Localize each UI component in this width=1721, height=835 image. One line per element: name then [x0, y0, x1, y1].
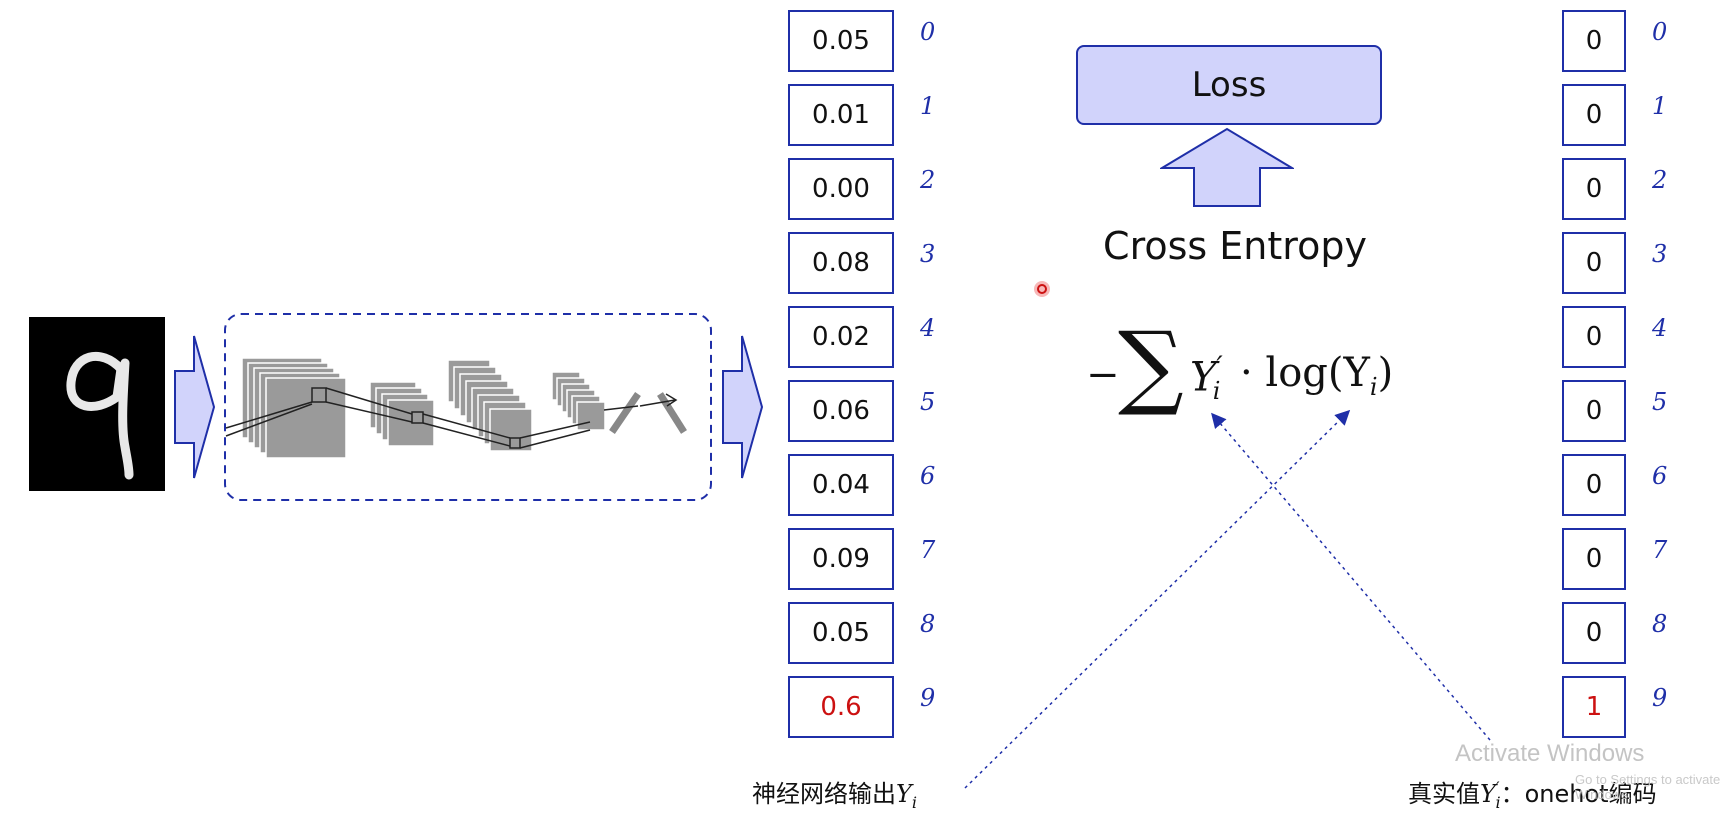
truth-index-3: 3 [1652, 240, 1668, 268]
pred-cell-1: 0.01 [788, 84, 894, 146]
truth-cell-6: 0 [1562, 454, 1626, 516]
truth-index-0: 0 [1652, 18, 1668, 46]
activate-windows-watermark: Activate Windows [1455, 740, 1645, 767]
loss-label: Loss [1191, 65, 1267, 105]
pred-index-9: 9 [920, 684, 936, 712]
formula-sigma: ∑ [1118, 312, 1184, 419]
formula-minus: − [1086, 352, 1120, 398]
pred-cell-2: 0.00 [788, 158, 894, 220]
truth-cell-9: 1 [1562, 676, 1626, 738]
truth-index-6: 6 [1652, 462, 1668, 490]
truth-cell-4: 0 [1562, 306, 1626, 368]
cross-entropy-label: Cross Entropy [1103, 224, 1367, 268]
truth-cell-2: 0 [1562, 158, 1626, 220]
pred-cell-4: 0.02 [788, 306, 894, 368]
cnn-diagram [224, 313, 712, 501]
truth-cell-1: 0 [1562, 84, 1626, 146]
cross-entropy-formula: − ∑ Y′i · log(Yi) [1080, 320, 1400, 430]
pred-index-3: 3 [920, 240, 936, 268]
predicted-caption: 神经网络输出Yi [752, 780, 917, 812]
pred-cell-8: 0.05 [788, 602, 894, 664]
truth-caption: 真实值Y′i：onehot编码 [1408, 778, 1657, 812]
pred-index-5: 5 [920, 388, 936, 416]
truth-index-2: 2 [1652, 166, 1668, 194]
truth-cell-8: 0 [1562, 602, 1626, 664]
truth-index-1: 1 [1652, 92, 1668, 120]
truth-index-9: 9 [1652, 684, 1668, 712]
mnist-digit-image [29, 317, 165, 491]
pred-cell-0: 0.05 [788, 10, 894, 72]
pred-cell-3: 0.08 [788, 232, 894, 294]
truth-cell-7: 0 [1562, 528, 1626, 590]
pred-index-2: 2 [920, 166, 936, 194]
pred-cell-6: 0.04 [788, 454, 894, 516]
truth-cell-5: 0 [1562, 380, 1626, 442]
pred-cell-7: 0.09 [788, 528, 894, 590]
formula-y-true: Y′i [1190, 350, 1223, 406]
pred-cell-9: 0.6 [788, 676, 894, 738]
pred-index-8: 8 [920, 610, 936, 638]
truth-index-7: 7 [1652, 536, 1668, 564]
pred-index-6: 6 [920, 462, 936, 490]
truth-index-4: 4 [1652, 314, 1668, 342]
pointer-dot [1034, 281, 1050, 297]
truth-index-5: 5 [1652, 388, 1668, 416]
pred-index-0: 0 [920, 18, 936, 46]
pred-index-4: 4 [920, 314, 936, 342]
loss-box: Loss [1076, 45, 1382, 125]
up-arrow [1160, 127, 1294, 207]
truth-index-8: 8 [1652, 610, 1668, 638]
pred-cell-5: 0.06 [788, 380, 894, 442]
truth-cell-3: 0 [1562, 232, 1626, 294]
output-arrow [722, 335, 764, 479]
pred-index-1: 1 [920, 92, 936, 120]
input-arrow [174, 335, 216, 479]
activate-windows-subtext: Go to Settings to activate Windows. [1575, 772, 1721, 802]
pred-index-7: 7 [920, 536, 936, 564]
formula-log: · log(Yi) [1240, 350, 1394, 401]
truth-cell-0: 0 [1562, 10, 1626, 72]
